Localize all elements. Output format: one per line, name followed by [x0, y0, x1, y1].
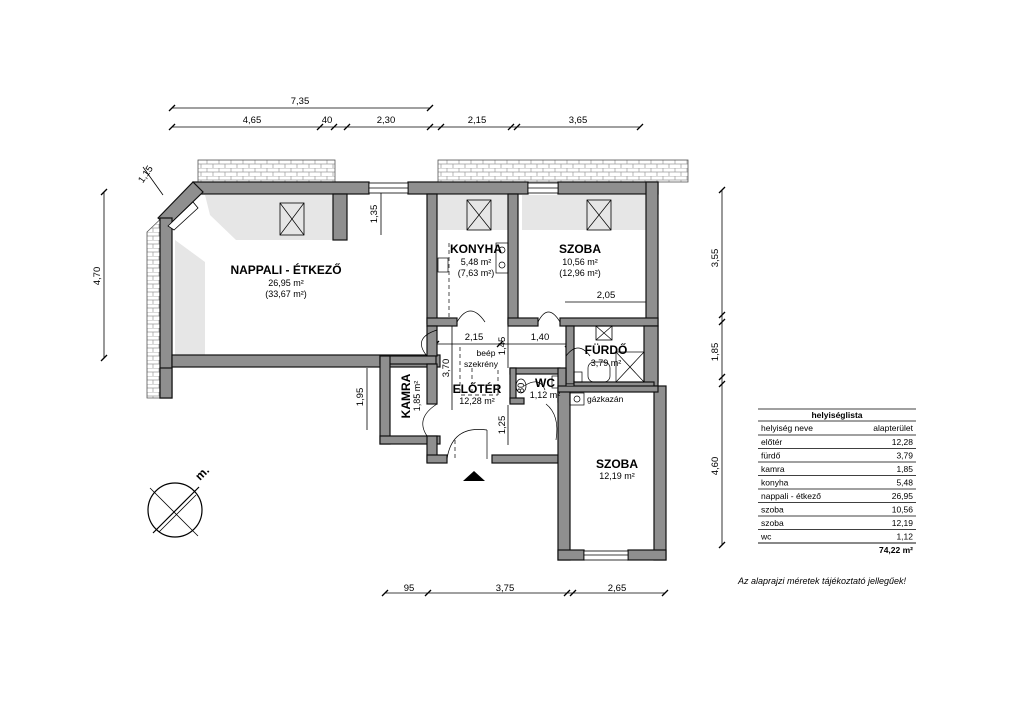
dim-top-seg4: 2,15 — [468, 115, 487, 126]
room-nappali-area: 26,95 m² — [268, 278, 304, 288]
label-beep: beép — [477, 348, 496, 358]
dim-hall-width2: 1,40 — [531, 332, 550, 343]
dim-v125: 1,25 — [497, 416, 508, 435]
label-szekreny: szekrény — [464, 359, 499, 369]
dimension-lines — [100, 104, 726, 597]
dim-v195: 1,95 — [355, 388, 366, 407]
room-list-row-area: 3,79 — [896, 451, 913, 461]
label-gazkazan: gázkazán — [587, 394, 624, 404]
north-label: m. — [192, 463, 212, 483]
walls — [157, 181, 667, 561]
room-szoba2-name: SZOBA — [596, 457, 638, 471]
dim-bottom3: 2,65 — [608, 583, 627, 594]
dim-diagonal: 1,15 — [136, 164, 156, 185]
room-list-row-area: 1,85 — [896, 464, 913, 474]
dim-szoba-width: 2,05 — [597, 290, 616, 301]
dim-v370: 3,70 — [441, 359, 452, 378]
room-list-row-name: szoba — [761, 518, 784, 528]
room-list-row-name: fürdő — [761, 451, 781, 461]
dim-v145: 1,45 — [497, 337, 508, 356]
room-konyha-area: 5,48 m² — [461, 257, 492, 267]
dim-right1: 3,55 — [710, 249, 721, 268]
room-list-row-name: előtér — [761, 437, 782, 447]
dim-top-seg3: 2,30 — [377, 115, 396, 126]
room-wc-area: 1,12 m² — [530, 390, 561, 400]
room-list-row-area: 5,48 — [896, 478, 913, 488]
room-list-row-name: nappali - étkező — [761, 491, 821, 501]
room-eloter-area: 12,28 m² — [459, 396, 495, 406]
room-list-row-area: 10,56 — [892, 505, 914, 515]
room-furdo-area: 3,79 m² — [591, 358, 622, 368]
room-list-row-area: 1,12 — [896, 532, 913, 542]
dim-right3: 4,60 — [710, 457, 721, 476]
room-list-row-name: wc — [760, 532, 772, 542]
room-list-row-name: szoba — [761, 505, 784, 515]
room-nappali-name: NAPPALI - ÉTKEZŐ — [230, 262, 341, 277]
room-list-row-area: 12,28 — [892, 437, 914, 447]
dim-top-overall: 7,35 — [291, 96, 310, 107]
dim-pillar: 1,35 — [369, 205, 380, 224]
room-list-title: helyiséglista — [811, 410, 862, 420]
room-konyha-area2: (7,63 m²) — [458, 268, 495, 278]
dimension-labels: 7,35 4,65 40 2,30 2,15 3,65 1,15 4,70 1,… — [92, 96, 721, 594]
room-kamra-area: 1,85 m² — [412, 381, 422, 412]
dim-top-seg1: 4,65 — [243, 115, 262, 126]
room-szoba2-area: 12,19 m² — [599, 471, 635, 481]
dim-hall-width: 2,15 — [465, 332, 484, 343]
room-list-row-name: konyha — [761, 478, 789, 488]
room-labels: NAPPALI - ÉTKEZŐ 26,95 m² (33,67 m²) KON… — [230, 242, 638, 481]
dim-top-seg2: 40 — [322, 115, 333, 126]
room-list-row-area: 26,95 — [892, 491, 914, 501]
dim-bottom2: 3,75 — [496, 583, 515, 594]
room-szoba1-area: 10,56 m² — [562, 257, 598, 267]
room-kamra-name: KAMRA — [399, 373, 413, 418]
room-list-table: helyiséglista helyiség neve alapterület … — [758, 408, 916, 555]
disclaimer-note: Az alaprajzi méretek tájékoztató jellegű… — [737, 576, 907, 586]
room-eloter-name: ELŐTÉR — [453, 381, 502, 396]
room-furdo-name: FÜRDŐ — [585, 342, 628, 357]
dim-v80: 80 — [516, 383, 527, 394]
fixtures — [279, 199, 645, 481]
dim-left-height: 4,70 — [92, 267, 103, 286]
room-shading — [175, 195, 648, 355]
dim-right2: 1,85 — [710, 343, 721, 362]
room-szoba1-name: SZOBA — [559, 242, 601, 256]
room-list-row-name: kamra — [761, 464, 785, 474]
room-konyha-name: KONYHA — [450, 242, 502, 256]
windows — [167, 182, 629, 561]
dim-bottom1: 95 — [404, 583, 415, 594]
room-list-col1: helyiség neve — [761, 423, 813, 433]
dim-top-seg5: 3,65 — [569, 115, 588, 126]
room-list-row-area: 12,19 — [892, 518, 914, 528]
room-list-total: 74,22 m² — [879, 545, 913, 555]
room-wc-name: WC — [535, 376, 555, 390]
room-nappali-area2: (33,67 m²) — [265, 289, 307, 299]
doors — [421, 310, 591, 460]
north-arrow: m. — [147, 463, 212, 538]
room-list-col2: alapterület — [873, 423, 913, 433]
room-szoba1-area2: (12,96 m²) — [559, 268, 601, 278]
